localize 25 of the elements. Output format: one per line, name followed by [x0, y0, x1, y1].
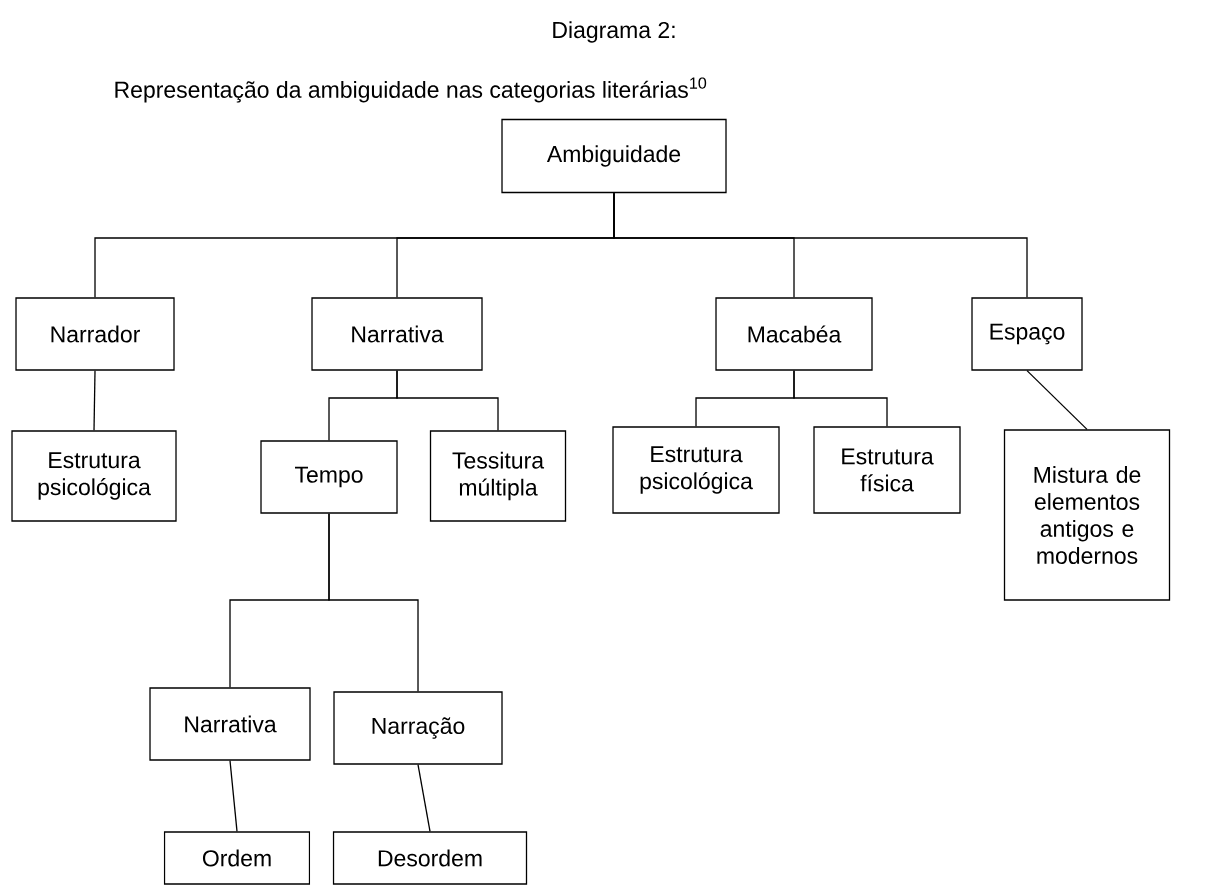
category-box: Narrador [15, 297, 175, 371]
connector-line [93, 370, 96, 431]
connector-line [1026, 370, 1088, 430]
connector-line [417, 764, 431, 832]
category-box: Mistura de elementos antigos e modernos [1003, 429, 1171, 601]
connector-line [229, 760, 238, 832]
category-box: Ambiguidade [501, 118, 727, 194]
category-box: Espaço [971, 297, 1083, 371]
category-box: Estrutura psicológica [612, 426, 780, 514]
category-box: Narração [333, 691, 503, 765]
category-box: Estrutura psicológica [11, 430, 177, 522]
diagram-title: Diagrama 2: [553, 21, 675, 43]
category-box: Macabéa [715, 297, 873, 371]
category-box: Narrativa [311, 297, 483, 371]
connector-line [793, 370, 888, 427]
connector-line [396, 370, 499, 431]
category-box: Desordem [332, 831, 528, 885]
category-box: Ordem [163, 831, 311, 885]
connector-line [328, 513, 419, 692]
category-box: Estrutura física [813, 426, 961, 514]
category-box: Tessitura múltipla [429, 430, 567, 522]
category-box: Narrativa [149, 687, 311, 761]
connector-line [613, 192, 1028, 298]
category-box: Tempo [260, 440, 398, 514]
diagram-heading: Representação da ambiguidade nas categorias literárias$^{10}$ [115, 77, 707, 103]
